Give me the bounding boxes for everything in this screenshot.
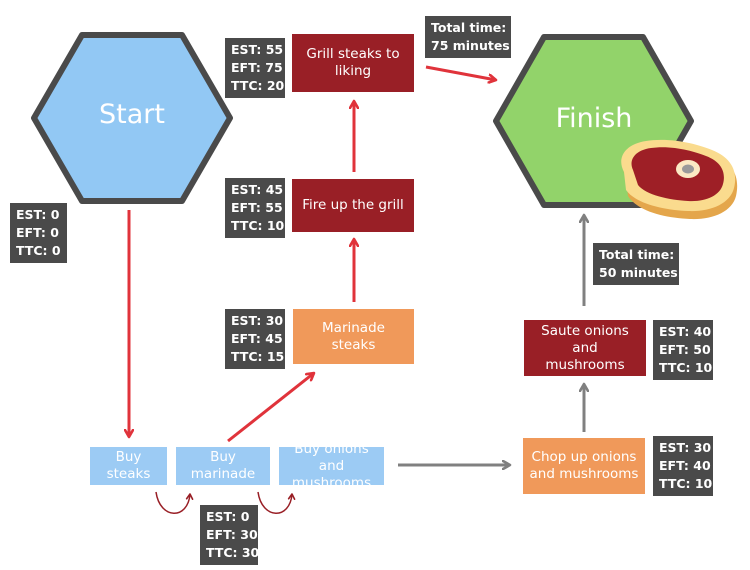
metric-eft: EFT: 75 [231,60,283,75]
start-metrics-tag: EST: 0 EFT: 0 TTC: 0 [10,203,67,263]
total-time-right-tag: Total time: 50 minutes [593,243,679,285]
metric-est: EST: 0 [206,509,250,524]
task-buy-steaks: Buy steaks [90,447,167,485]
start-label: Start [99,99,165,130]
arrow-buy-marinade-to-marinade [227,373,314,443]
metric-eft: EFT: 40 [659,458,711,473]
metric-ttc: TTC: 20 [231,78,285,93]
total-time-top-tag: Total time: 75 minutes [425,16,511,58]
metric-eft: EFT: 55 [231,200,283,215]
arrow-grill-to-finish [425,65,496,80]
curve-arrow-marinade-to-onions [257,491,296,514]
grill-metrics-tag: EST: 55 EFT: 75 TTC: 20 [225,38,285,98]
metric-ttc: TTC: 15 [231,349,285,364]
metric-ttc: TTC: 10 [659,476,713,491]
metric-est: EST: 45 [231,182,284,197]
buy-metrics-tag: EST: 0 EFT: 30 TTC: 30 [200,505,260,565]
metric-ttc: TTC: 10 [659,360,713,375]
metric-eft: EFT: 50 [659,342,711,357]
total-time-value: 75 minutes [431,38,510,53]
finish-label: Finish [555,103,633,134]
metric-est: EST: 0 [16,207,60,222]
chop-metrics-tag: EST: 30 EFT: 40 TTC: 10 [653,436,713,496]
total-time-label: Total time: [431,20,507,35]
metric-ttc: TTC: 0 [16,243,61,258]
fire-metrics-tag: EST: 45 EFT: 55 TTC: 10 [225,178,285,238]
task-buy-marinade: Buy marinade [176,447,270,485]
total-time-value: 50 minutes [599,265,678,280]
saute-metrics-tag: EST: 40 EFT: 50 TTC: 10 [653,320,713,380]
metric-ttc: TTC: 10 [231,218,285,233]
task-fire-grill: Fire up the grill [292,179,414,232]
metric-est: EST: 55 [231,42,284,57]
metric-est: EST: 30 [659,440,712,455]
metric-eft: EFT: 0 [16,225,59,240]
task-chop-onions: Chop up onions and mushrooms [523,438,645,494]
task-marinade-steaks: Marinade steaks [293,309,414,364]
metric-est: EST: 30 [231,313,284,328]
metric-est: EST: 40 [659,324,712,339]
marinade-metrics-tag: EST: 30 EFT: 45 TTC: 15 [225,309,285,369]
metric-eft: EFT: 30 [206,527,258,542]
total-time-label: Total time: [599,247,675,262]
curve-arrow-steaks-to-marinade [155,491,194,514]
task-buy-onions: Buy onions and mushrooms [279,441,384,491]
task-saute-onions: Saute onions and mushrooms [524,320,646,376]
metric-ttc: TTC: 30 [206,545,260,560]
metric-eft: EFT: 45 [231,331,283,346]
steak-icon [621,139,738,220]
task-grill-steaks: Grill steaks to liking [292,34,414,92]
start-hexagon [31,32,233,204]
